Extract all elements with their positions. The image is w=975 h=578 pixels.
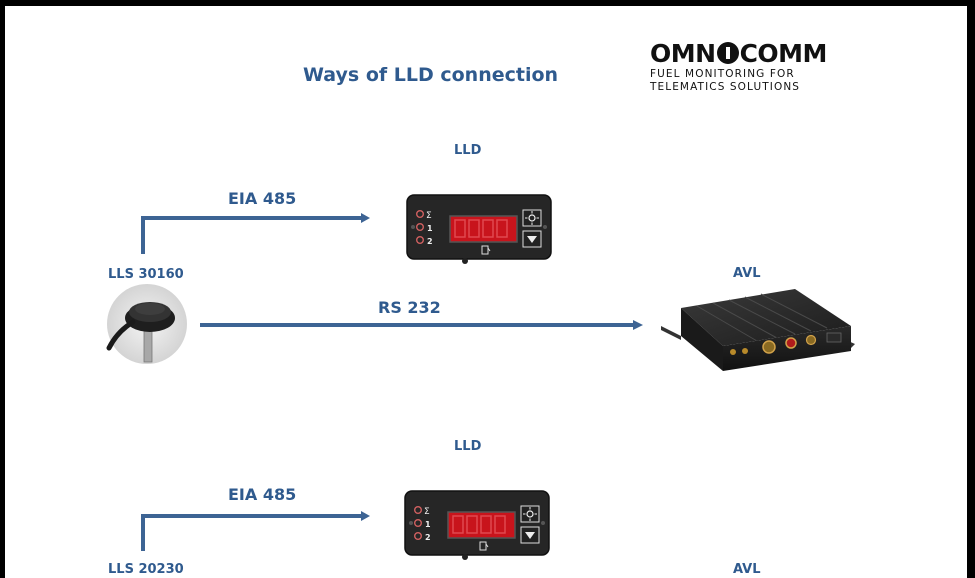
indicator-label: 2 <box>425 533 431 542</box>
lld-label-1: LLD <box>454 143 482 158</box>
display-digits <box>454 219 508 238</box>
sensor-label-2: LLS 20230 <box>108 562 184 577</box>
logo-tagline: FUEL MONITORING FOR TELEMATICS SOLUTIONS <box>650 68 840 94</box>
avl-label-2: AVL <box>733 562 761 577</box>
lld-label-2: LLD <box>454 439 482 454</box>
logo-tagline-line-1: FUEL MONITORING FOR <box>650 68 795 80</box>
avl-terminal-device <box>661 289 855 371</box>
logo-i-icon <box>716 42 739 64</box>
indicator-label: Σ <box>424 507 430 517</box>
sun-icon <box>520 505 540 523</box>
avl-label-1: AVL <box>733 266 761 281</box>
slide-title: Ways of LLD connection <box>303 64 559 86</box>
indicator-label: 2 <box>427 237 433 246</box>
fuel-pump-icon <box>479 541 489 551</box>
indicator-label: 1 <box>425 520 431 529</box>
sensor-label-1: LLS 30160 <box>108 267 184 282</box>
logo-wordmark: OMN COMM <box>650 40 840 68</box>
logo-wordmark-right: COMM <box>739 39 828 68</box>
fuel-sensor-device <box>106 284 187 364</box>
diagram-graphics: Σ 1 2 Σ 1 2 <box>106 194 855 560</box>
logo-wordmark-left: OMN <box>650 39 716 68</box>
fuel-pump-icon <box>481 245 491 255</box>
display-digits <box>452 515 506 534</box>
slide: Ways of LLD connection OMN COMM FUEL MONI… <box>5 6 967 578</box>
connector-rs232 <box>200 320 643 330</box>
lld-display-device-2: Σ 1 2 <box>404 490 550 560</box>
logo-tagline-line-2: TELEMATICS SOLUTIONS <box>650 81 801 93</box>
connector-eia485-1 <box>141 213 370 254</box>
indicator-label: Σ <box>426 211 432 221</box>
lld-display-device-1: Σ 1 2 <box>406 194 552 264</box>
eia485-label-1: EIA 485 <box>228 189 297 208</box>
rs232-label: RS 232 <box>378 298 441 317</box>
eia485-label-2: EIA 485 <box>228 485 297 504</box>
connector-eia485-2 <box>141 511 370 551</box>
sun-icon <box>522 209 542 227</box>
indicator-label: 1 <box>427 224 433 233</box>
omnicomm-logo: OMN COMM FUEL MONITORING FOR TELEMATICS S… <box>650 40 840 94</box>
